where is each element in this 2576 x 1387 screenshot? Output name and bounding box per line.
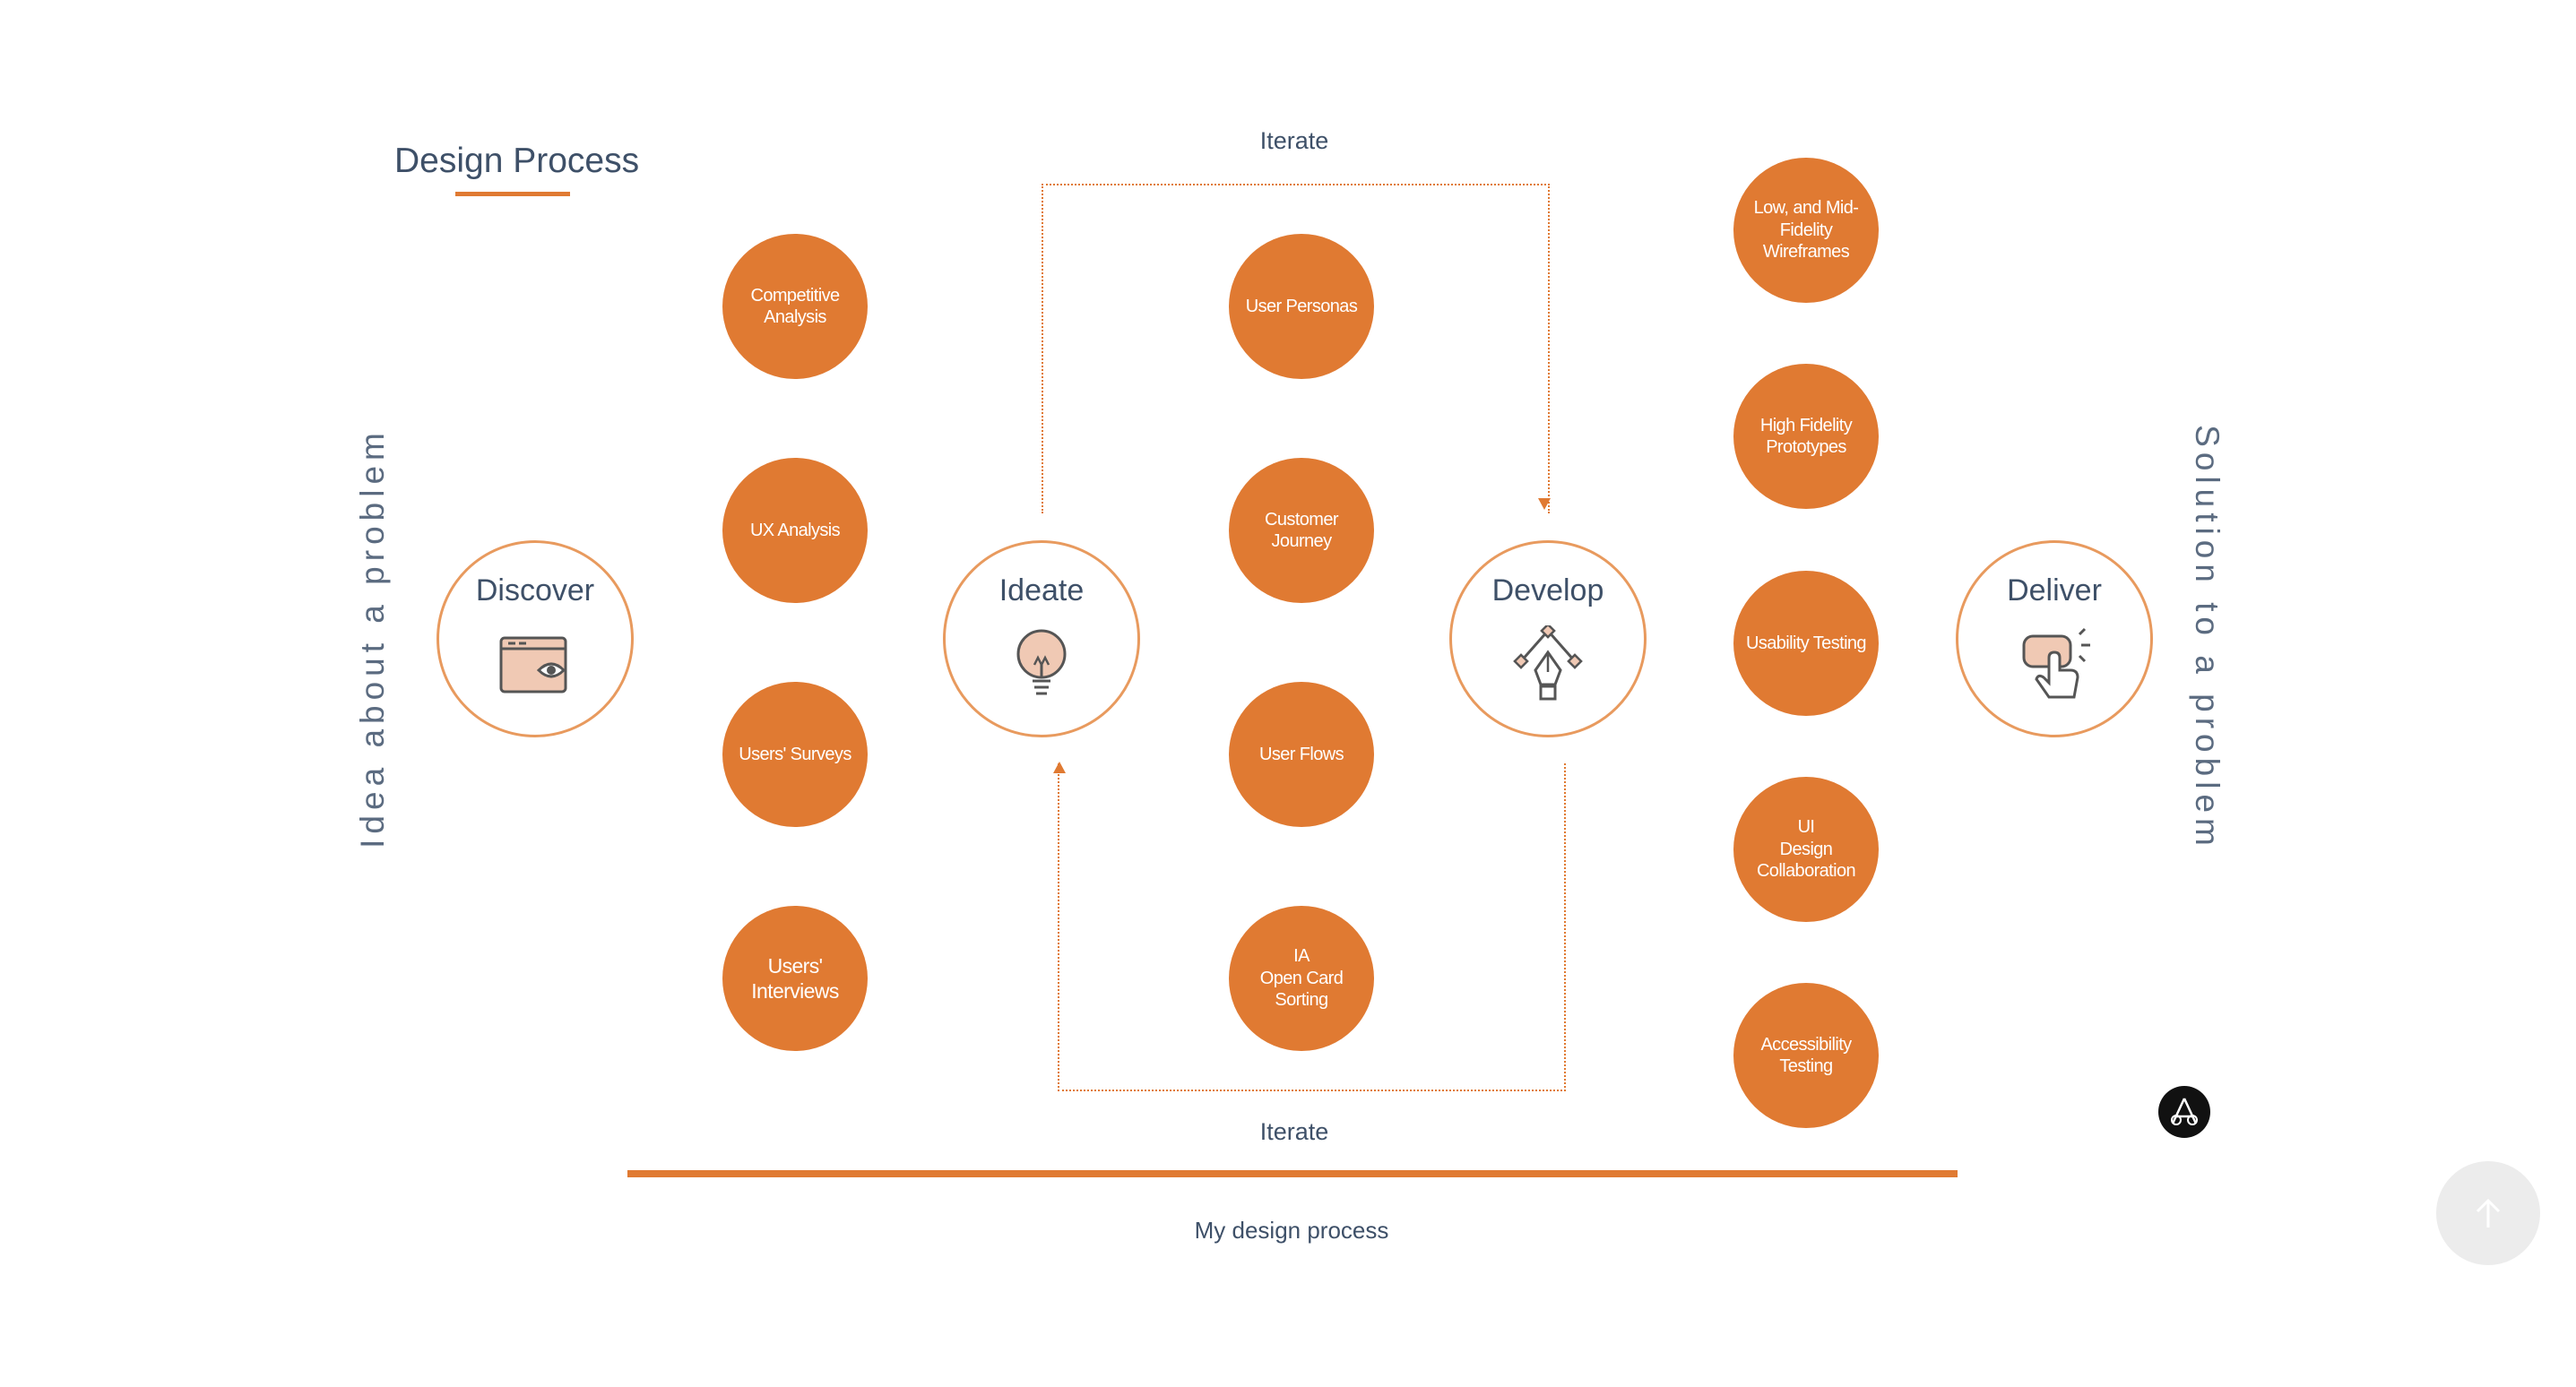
diagram-title: Design Process: [394, 142, 640, 180]
lightbulb-icon: [1016, 629, 1067, 695]
iterate-loop-top: [1042, 184, 1550, 513]
timeline-bar: [627, 1170, 1958, 1177]
stage-label: Ideate: [998, 573, 1085, 607]
bubble-customer-journey: Customer Journey: [1229, 458, 1374, 603]
title-underline: [455, 192, 570, 196]
iterate-loop-bottom: [1058, 763, 1566, 1091]
bubble-usability-testing: Usability Testing: [1733, 571, 1879, 716]
iterate-label-top: Iterate: [1259, 127, 1329, 154]
bubble-high-fidelity-prototypes: High Fidelity Prototypes: [1733, 364, 1879, 509]
scroll-to-top-button[interactable]: [2436, 1161, 2540, 1265]
arrow-up-icon: [2476, 1198, 2501, 1228]
stage-label: Discover: [475, 573, 595, 607]
browser-eye-icon: [499, 636, 567, 694]
iterate-label-bottom: Iterate: [1259, 1118, 1329, 1145]
side-label-left: Idea about a problem: [354, 427, 391, 849]
bubble-user-personas: User Personas: [1229, 234, 1374, 379]
pen-tool-icon: [1513, 625, 1583, 701]
logo-icon: [2171, 1098, 2198, 1125]
tap-button-icon: [2022, 627, 2090, 699]
bubble-ux-analysis: UX Analysis: [722, 458, 868, 603]
bubble-user-flows: User Flows: [1229, 682, 1374, 827]
stage-develop: Develop: [1449, 540, 1647, 737]
stage-label: Develop: [1491, 573, 1604, 607]
loop-arrow-down-icon: [1538, 498, 1551, 510]
stage-ideate: Ideate: [943, 540, 1140, 737]
bubble-users-interviews: Users' Interviews: [722, 906, 868, 1051]
bubble-accessibility-testing: Accessibility Testing: [1733, 983, 1879, 1128]
loop-arrow-up-icon: [1053, 762, 1066, 773]
bubble-ui-design-collaboration: UI Design Collaboration: [1733, 777, 1879, 922]
bubble-competitive-analysis: Competitive Analysis: [722, 234, 868, 379]
bubble-ia-open-card-sorting: IA Open Card Sorting: [1229, 906, 1374, 1051]
figure-caption: My design process: [1194, 1217, 1389, 1244]
stage-discover: Discover: [437, 540, 634, 737]
logo-badge[interactable]: [2158, 1086, 2210, 1138]
stage-deliver: Deliver: [1956, 540, 2153, 737]
bubble-wireframes: Low, and Mid- Fidelity Wireframes: [1733, 158, 1879, 303]
bubble-users-surveys: Users' Surveys: [722, 682, 868, 827]
stage-label: Deliver: [2007, 573, 2102, 607]
side-label-right: Solution to a problem: [2189, 425, 2226, 851]
